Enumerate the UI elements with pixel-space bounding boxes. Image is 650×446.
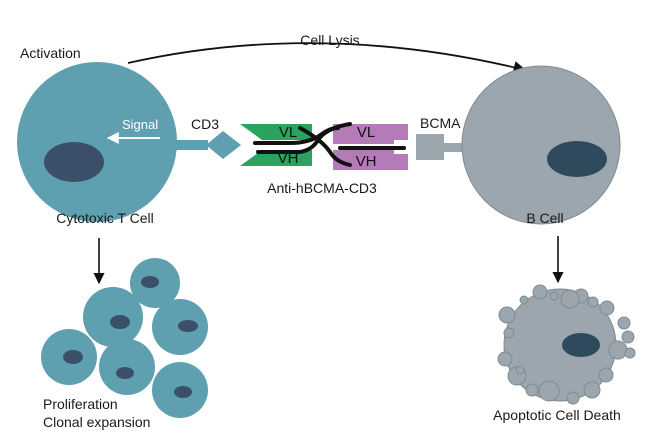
cd3-label: CD3 bbox=[191, 116, 219, 132]
apoptotic-nucleus bbox=[562, 333, 600, 357]
antibody-label: Anti-hBCMA-CD3 bbox=[267, 180, 377, 196]
purple-vh-label: VH bbox=[356, 153, 377, 170]
b-cell-nucleus bbox=[547, 141, 607, 177]
proliferation-label: Proliferation bbox=[43, 396, 118, 412]
apoptotic-b-cell bbox=[497, 284, 636, 405]
signal-label: Signal bbox=[122, 117, 158, 132]
green-vl-label: VL bbox=[279, 124, 297, 141]
clonal-expansion-label: Clonal expansion bbox=[43, 414, 150, 430]
cd3-receptor bbox=[170, 131, 241, 159]
t-cell-label: Cytotoxic T Cell bbox=[56, 210, 154, 226]
cell-lysis-arrow bbox=[127, 42, 527, 74]
cytotoxic-t-cell bbox=[17, 62, 177, 222]
antibody-linker bbox=[253, 122, 406, 167]
bcma-receptor bbox=[416, 134, 468, 160]
green-vh-label: VH bbox=[278, 150, 299, 167]
apoptosis-label: Apoptotic Cell Death bbox=[493, 407, 621, 423]
purple-vl-label: VL bbox=[357, 124, 375, 141]
b-cell bbox=[461, 65, 621, 225]
bcma-label: BCMA bbox=[420, 115, 461, 131]
proliferating-t-cells bbox=[41, 258, 208, 418]
t-cell-nucleus bbox=[44, 142, 104, 182]
cell-lysis-label: Cell Lysis bbox=[300, 32, 359, 48]
b-cell-label: B Cell bbox=[526, 210, 563, 226]
activation-label: Activation bbox=[20, 45, 81, 61]
